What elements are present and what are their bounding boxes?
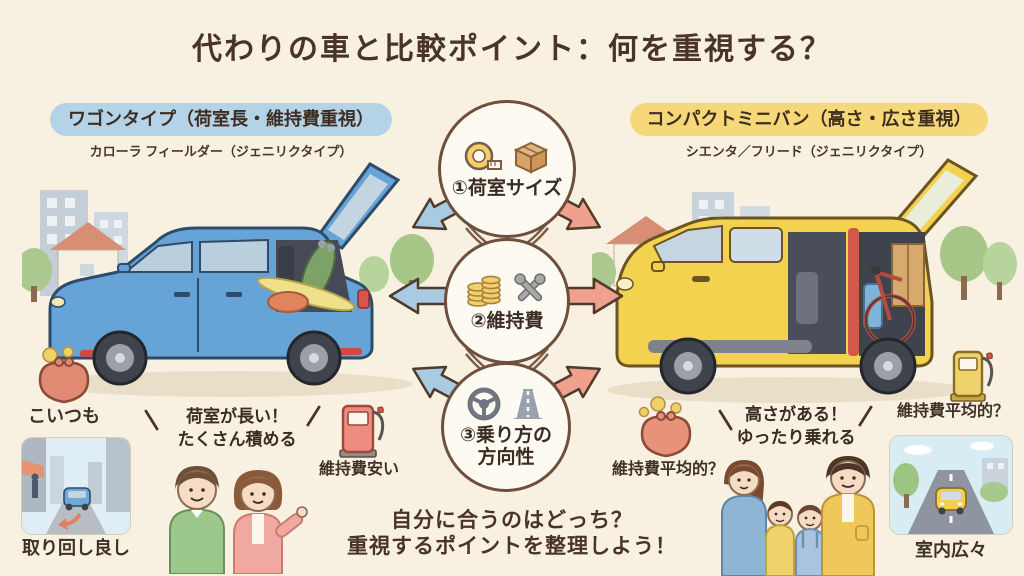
pointing-hand	[296, 506, 308, 518]
awning	[22, 460, 44, 478]
footer-question: 自分に合うのはどっち？	[391, 509, 633, 532]
side-mirror	[117, 263, 131, 273]
right-bubble-line1: 高さがある！	[745, 405, 847, 424]
coin-purse-icon	[628, 396, 704, 460]
pedestrian	[32, 480, 38, 498]
left-header-pill: ワゴンタイプ（荷室長・維持費重視）	[50, 103, 392, 136]
minivan-windshield	[652, 224, 723, 263]
right-purse-caption: 維持費平均的？	[611, 461, 724, 478]
right-bubble-line2: ゆったり乗れる	[736, 427, 856, 447]
coin-stack-icon	[465, 270, 503, 308]
point-3-circle: ③乗り方の 方向性	[441, 362, 571, 492]
left-bubble-line2: たくさん積める	[177, 429, 297, 449]
steering-wheel-icon	[466, 386, 502, 422]
point-2-circle: ②維持費	[444, 238, 570, 364]
couple-illustration	[150, 450, 312, 574]
minivan-side-window	[729, 227, 783, 263]
taillight	[357, 289, 370, 309]
wagon-illustration	[22, 152, 442, 408]
coin-purse-icon	[28, 346, 100, 406]
road-scene-illustration	[890, 436, 1012, 534]
left-subtitle: カローラ フィールダー（ジェニリクタイプ）	[89, 144, 353, 159]
tree	[359, 256, 389, 292]
left-fuel-caption: 維持費安い	[318, 461, 399, 478]
left-scene-caption: 取り回し良し	[22, 538, 130, 558]
cardboard-box-icon	[511, 139, 551, 175]
point-2-label: ②維持費	[470, 310, 544, 332]
street-scene-illustration	[22, 438, 130, 534]
point-1-label: ①荷室サイズ	[451, 177, 563, 199]
tree	[22, 248, 52, 292]
crossed-wrenches-icon	[511, 270, 549, 308]
headlight	[50, 296, 66, 308]
tree	[390, 234, 434, 286]
family-illustration	[704, 448, 876, 576]
minivan-illustration	[592, 152, 1017, 408]
left-purse-caption: こいつも	[28, 406, 100, 426]
tree	[893, 463, 919, 497]
tree	[940, 226, 988, 282]
road-icon	[510, 386, 546, 422]
right-fuel-caption: 維持費平均的？	[896, 403, 1009, 420]
wheel	[659, 337, 717, 395]
seat	[796, 272, 818, 324]
side-mirror	[651, 261, 665, 272]
point-1-circle: ①荷室サイズ	[438, 100, 576, 238]
house-roof	[50, 222, 126, 250]
tape-measure-icon	[463, 139, 503, 175]
right-header-pill: コンパクトミニバン（高さ・広さ重視）	[630, 103, 988, 136]
left-bubble: 荷室が長い！ たくさん積める	[158, 406, 316, 452]
duffel-bag	[267, 291, 309, 313]
right-bubble: 高さがある！ ゆったり乗れる	[730, 404, 862, 450]
wheel	[859, 337, 917, 395]
rear-pillar	[848, 228, 859, 356]
wagon-side-window	[199, 238, 269, 273]
point-3-label: ③乗り方の 方向性	[459, 424, 553, 468]
footer-call-to-action: 重視するポイントを整理しよう！	[347, 535, 677, 558]
left-bubble-line1: 荷室が長い！	[186, 407, 288, 426]
fuel-pump-icon	[946, 346, 998, 404]
wheel	[92, 330, 148, 386]
right-subtitle: シエンタ／フリード（ジェニリクタイプ）	[685, 144, 933, 159]
wheel	[286, 330, 342, 386]
headlight	[616, 277, 634, 291]
wagon-front-window	[123, 240, 193, 273]
small-blue-car	[63, 487, 91, 511]
fuel-pump-icon	[334, 398, 388, 460]
hedge	[980, 482, 1008, 502]
page-title: 代わりの車と比較ポイント：何を重視する？	[192, 33, 832, 66]
right-scene-caption: 室内広々	[915, 540, 987, 560]
arrow-to-wagon	[388, 277, 454, 315]
small-yellow-car	[935, 487, 967, 515]
tree	[983, 242, 1017, 286]
